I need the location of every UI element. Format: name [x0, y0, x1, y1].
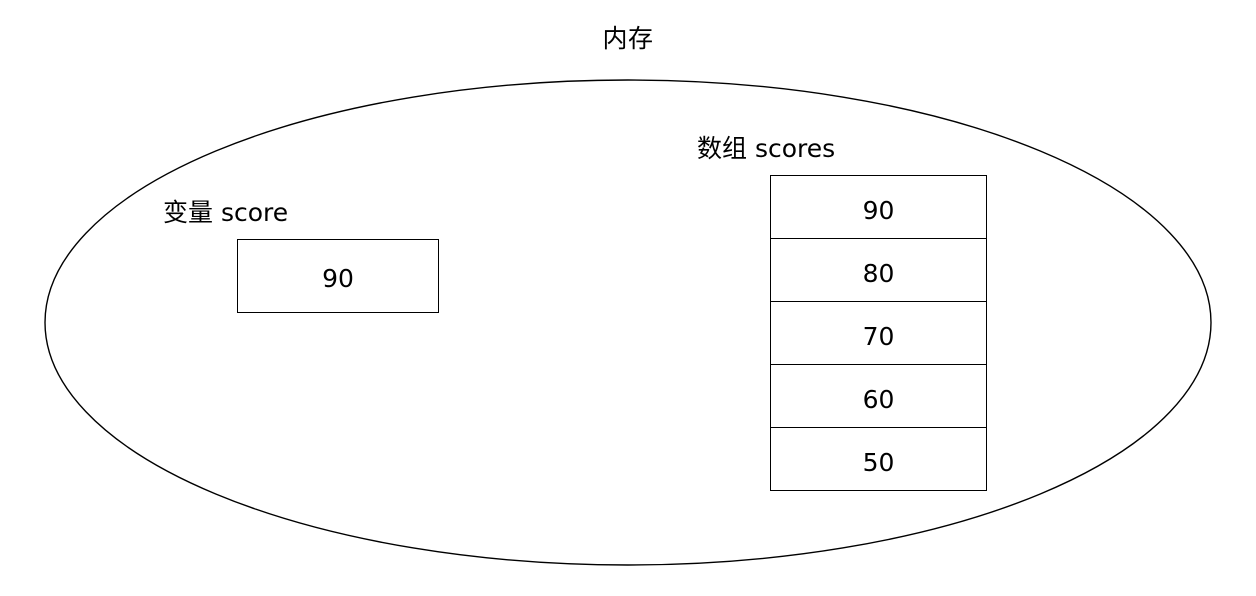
array-cell: 90: [771, 176, 986, 239]
array-cell-value: 70: [862, 321, 895, 351]
array-box: 90 80 70 60 50: [770, 175, 987, 491]
array-cell: 50: [771, 428, 986, 490]
array-cell-value: 60: [862, 384, 895, 414]
array-label: 数组 scores: [697, 134, 836, 163]
variable-value: 90: [322, 263, 354, 293]
array-cell-value: 80: [862, 258, 895, 288]
array-cell-value: 90: [862, 195, 895, 225]
array-cell: 70: [771, 302, 986, 365]
variable-box: 90: [237, 239, 439, 313]
array-cell-value: 50: [862, 447, 895, 477]
array-cell: 80: [771, 239, 986, 302]
page-title: 内存: [602, 24, 654, 53]
variable-label: 变量 score: [163, 198, 289, 227]
array-cell: 60: [771, 365, 986, 428]
